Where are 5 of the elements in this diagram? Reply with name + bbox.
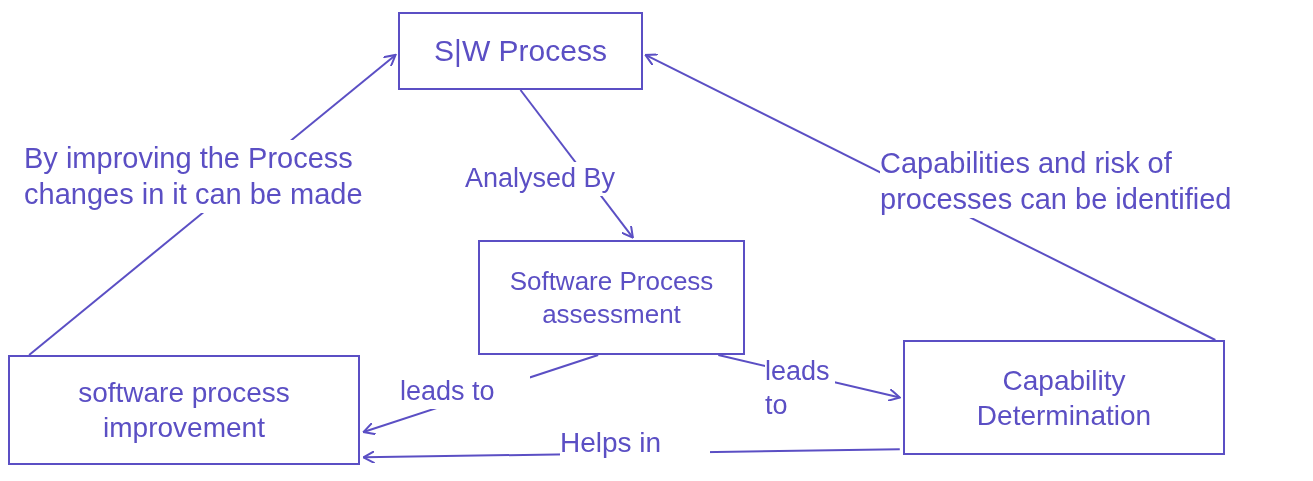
edge-label: leads to xyxy=(400,375,530,409)
process-box: Software Process assessment xyxy=(478,240,745,355)
process-box: software process improvement xyxy=(8,355,360,465)
process-box: S|W Process xyxy=(398,12,643,90)
process-box: Capability Determination xyxy=(903,340,1225,455)
